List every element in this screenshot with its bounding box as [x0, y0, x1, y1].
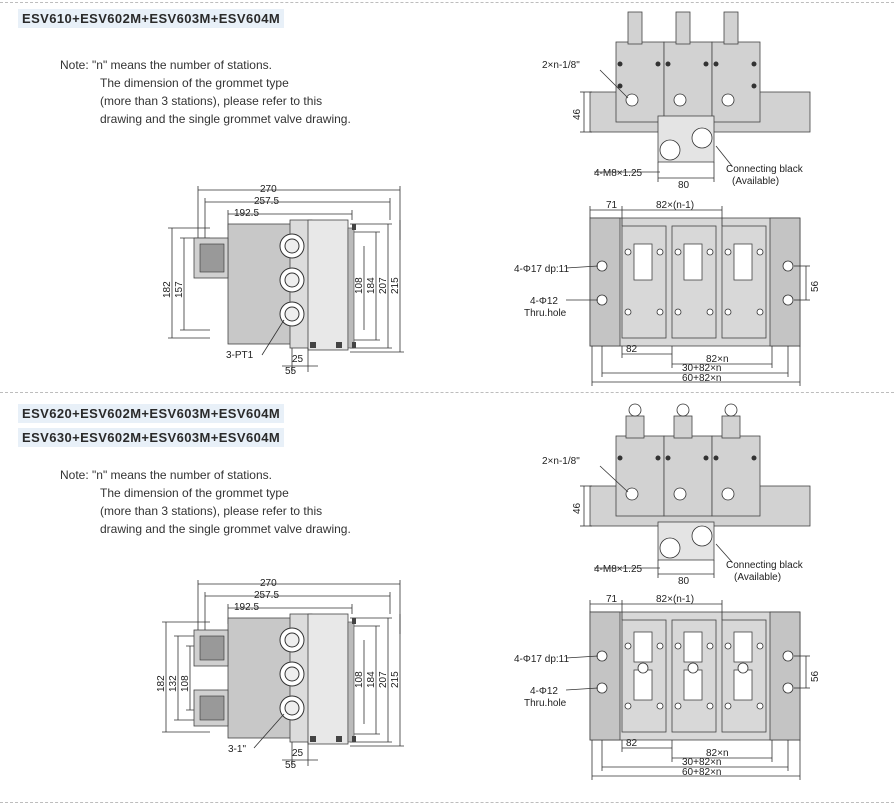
dim-207: 207 [378, 277, 389, 294]
note-line3: (more than 3 stations), please refer to … [100, 94, 323, 108]
connect-label2: (Available) [732, 176, 779, 187]
section1-title: ESV610+ESV602M+ESV603M+ESV604M [18, 9, 285, 28]
port-label: 2×n-1/8" [542, 456, 580, 467]
bottom-divider [0, 802, 894, 803]
dim-157: 157 [174, 281, 185, 298]
section-divider [0, 392, 894, 393]
dim-82: 82 [626, 344, 638, 355]
side-view-drawing-1: 270 257.5 192.5 182 157 108 184 207 215 … [162, 184, 404, 377]
dim-71: 71 [606, 594, 618, 605]
hole-label2: 4-Φ12 [530, 686, 558, 697]
dim-56: 56 [810, 280, 821, 292]
top-view-drawing-1: 2×n-1/8" 46 4-M8×1.25 80 Connecting blac… [542, 11, 811, 191]
dim-82: 82 [626, 738, 638, 749]
dim-55: 55 [285, 760, 297, 771]
dim-270: 270 [260, 184, 277, 195]
hole-label1: 4-Φ17 dp:11 [514, 264, 569, 275]
note-line4: drawing and the single grommet valve dra… [100, 522, 351, 536]
dim-60: 60+82×n [682, 767, 722, 778]
connect-label2: (Available) [734, 572, 781, 583]
port-label: 3-PT1 [226, 350, 254, 361]
dim-257: 257.5 [254, 590, 279, 601]
dim-71: 71 [606, 200, 618, 211]
dim-184: 184 [366, 277, 377, 294]
front-view-drawing-1: 71 82×(n-1) 4-Φ17 dp:11 4-Φ12 Thru.hole … [514, 200, 821, 386]
note-line4: drawing and the single grommet valve dra… [100, 112, 351, 126]
dim-182: 182 [162, 281, 173, 298]
dim-207: 207 [378, 671, 389, 688]
dim-270: 270 [260, 578, 277, 589]
top-divider [0, 2, 894, 3]
dim-108: 108 [354, 277, 365, 294]
dim-46: 46 [572, 502, 583, 514]
section-esv620-630: ESV620+ESV602M+ESV603M+ESV604M ESV630+ES… [0, 396, 894, 800]
section-esv610: ESV610+ESV602M+ESV603M+ESV604M Note: "n"… [0, 0, 894, 388]
dim-132: 132 [168, 675, 179, 692]
dim-82n: 82×n [706, 748, 729, 759]
dim-80: 80 [678, 576, 690, 586]
dim-25: 25 [292, 748, 304, 759]
dim-182: 182 [156, 675, 167, 692]
dim-82n: 82×n [706, 354, 729, 365]
note-line3: (more than 3 stations), please refer to … [100, 504, 323, 518]
front-view-drawing-2: 71 82×(n-1) 4-Φ17 dp:11 4-Φ12 Thru.hole … [514, 594, 821, 780]
port-label: 2×n-1/8" [542, 60, 580, 71]
note-line2: The dimension of the grommet type [100, 76, 289, 90]
note-line2: The dimension of the grommet type [100, 486, 289, 500]
dim-46: 46 [572, 108, 583, 120]
section2-note: Note: "n" means the number of stations. … [60, 466, 351, 538]
top-view-drawing-2: 2×n-1/8" 46 4-M8×1.25 80 Connecting blac… [542, 403, 811, 586]
dim-25: 25 [292, 354, 304, 365]
dim-108: 108 [354, 671, 365, 688]
dim-pitch: 82×(n-1) [656, 594, 694, 605]
section1-note: Note: "n" means the number of stations. … [60, 56, 351, 128]
port-label: 3-1" [228, 744, 246, 755]
hole-label2b: Thru.hole [524, 698, 567, 709]
connect-label1: Connecting black [726, 164, 804, 175]
dim-55: 55 [285, 366, 297, 377]
dim-30: 30+82×n [682, 363, 722, 374]
dim-80: 80 [678, 180, 690, 191]
section2-title1: ESV620+ESV602M+ESV603M+ESV604M [18, 404, 285, 423]
hole-label2b: Thru.hole [524, 308, 567, 319]
section2-title2: ESV630+ESV602M+ESV603M+ESV604M [18, 428, 285, 447]
dim-56: 56 [810, 670, 821, 682]
connect-label1: Connecting black [726, 560, 804, 571]
dim-192: 192.5 [234, 602, 259, 613]
dim-30: 30+82×n [682, 757, 722, 768]
thread-label: 4-M8×1.25 [594, 564, 643, 575]
dim-108-left: 108 [180, 675, 191, 692]
dim-215: 215 [390, 671, 401, 688]
side-view-drawing-2: 270 257.5 192.5 182 132 108 108 184 207 … [156, 578, 404, 771]
thread-label: 4-M8×1.25 [594, 168, 643, 179]
note-line1: Note: "n" means the number of stations. [60, 468, 272, 482]
dim-pitch: 82×(n-1) [656, 200, 694, 211]
dim-215: 215 [390, 277, 401, 294]
hole-label2: 4-Φ12 [530, 296, 558, 307]
hole-label1: 4-Φ17 dp:11 [514, 654, 569, 665]
dim-184: 184 [366, 671, 377, 688]
note-line1: Note: "n" means the number of stations. [60, 58, 272, 72]
dim-60: 60+82×n [682, 373, 722, 384]
dim-192: 192.5 [234, 208, 259, 219]
dim-257: 257.5 [254, 196, 279, 207]
